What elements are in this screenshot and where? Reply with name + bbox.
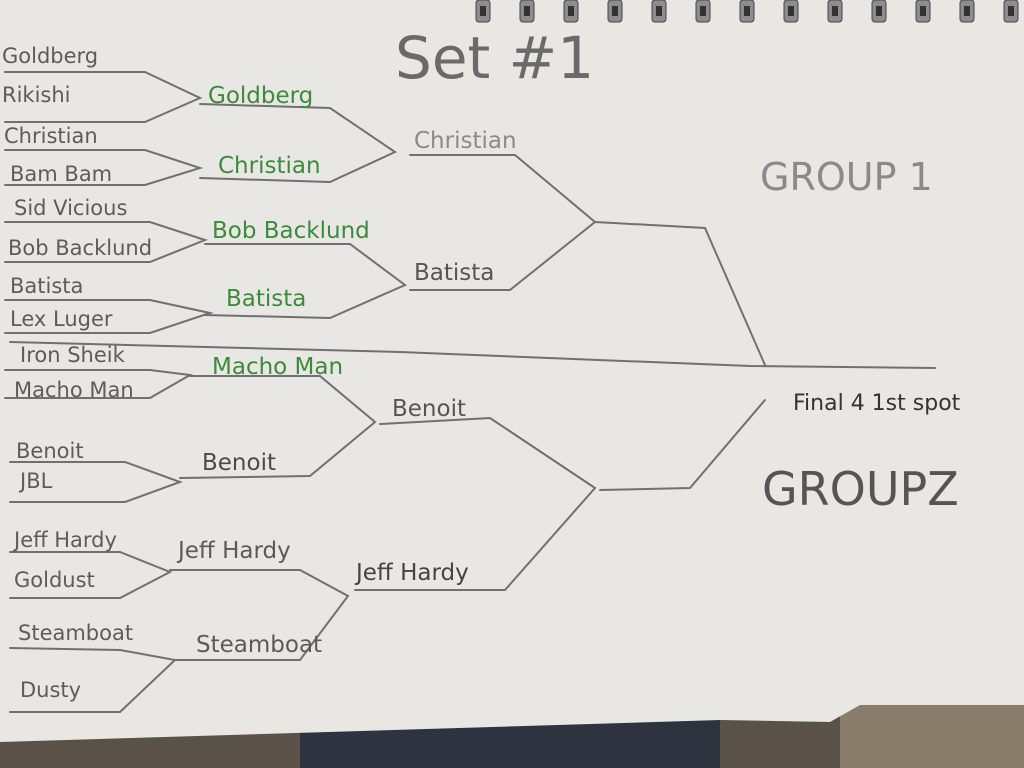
bracket-line — [4, 71, 203, 123]
bracket-line — [4, 221, 208, 263]
spiral-ring-icon — [607, 0, 623, 23]
spiral-ring-icon — [1003, 0, 1019, 23]
r2-winner: Jeff Hardy — [176, 538, 291, 564]
round3-names: Christian Batista Benoit Jeff Hardy — [354, 128, 517, 586]
r1-entrant: Benoit — [16, 439, 84, 463]
r2-winner: Benoit — [202, 450, 276, 476]
r1-entrant: Lex Luger — [10, 307, 113, 331]
bracket-line — [9, 341, 936, 369]
spiral-ring-icon — [827, 0, 843, 23]
cloth-corner — [840, 700, 1024, 768]
bracket-line — [354, 416, 597, 591]
r1-entrant: Iron Sheik — [20, 343, 126, 367]
bracket-line — [599, 399, 766, 491]
r3-winner: Jeff Hardy — [354, 560, 469, 586]
r1-entrant: Batista — [10, 274, 83, 298]
spiral-ring-icon — [563, 0, 579, 23]
r2-winner: Steamboat — [196, 632, 322, 658]
r1-entrant: Bam Bam — [10, 162, 112, 186]
r1-entrant: Bob Backlund — [8, 236, 152, 260]
group1-label: GROUP 1 — [760, 155, 933, 199]
spiral-ring-icon — [739, 0, 755, 23]
bracket-line — [199, 103, 398, 184]
spiral-ring-icon — [519, 0, 535, 23]
bracket-line — [179, 375, 377, 479]
r2-winner: Batista — [226, 286, 306, 312]
r1-entrant: Jeff Hardy — [12, 528, 117, 552]
bracket-line — [4, 149, 204, 186]
paper-sheet — [0, 0, 1024, 742]
r2-winner: Bob Backlund — [212, 218, 370, 244]
r1-entrant: Sid Vicious — [14, 196, 127, 220]
bracket-line — [594, 221, 766, 366]
r1-entrant: Rikishi — [2, 83, 71, 107]
spiral-ring-icon — [695, 0, 711, 23]
spiral-ring-icon — [651, 0, 667, 23]
r1-entrant: Steamboat — [18, 621, 133, 645]
bracket-line — [4, 299, 214, 334]
r1-entrant: Goldust — [14, 568, 95, 592]
r1-entrant: Macho Man — [14, 378, 134, 402]
r2-winner: Goldberg — [208, 83, 313, 109]
r1-entrant: Goldberg — [2, 44, 98, 68]
round2-names: Goldberg Christian Bob Backlund Batista … — [176, 83, 370, 658]
bracket-line — [9, 551, 173, 599]
group2-label: GROUPZ — [762, 462, 959, 516]
spiral-ring-icon — [871, 0, 887, 23]
spiral-ring-icon — [783, 0, 799, 23]
r3-winner: Batista — [414, 260, 494, 286]
page-title: Set #1 — [395, 24, 594, 92]
spiral-ring-icon — [959, 0, 975, 23]
r3-winner: Benoit — [392, 396, 466, 422]
bracket-line — [9, 461, 183, 503]
r1-entrant: JBL — [18, 469, 53, 493]
r2-winner: Christian — [218, 153, 321, 179]
bracket-line — [204, 243, 407, 320]
spiral-ring-icon — [475, 0, 491, 23]
spiral-ring-icon — [915, 0, 931, 23]
round1-names: Goldberg Rikishi Christian Bam Bam Sid V… — [2, 44, 152, 702]
bracket-line — [169, 569, 350, 661]
r1-entrant: Dusty — [20, 678, 81, 702]
bracket-lines — [4, 71, 936, 713]
spiral-binding — [475, 0, 1019, 23]
r2-winner: Macho Man — [212, 354, 343, 380]
r3-winner: Christian — [414, 128, 517, 154]
r1-entrant: Christian — [4, 124, 98, 148]
final-spot-label: Final 4 1st spot — [793, 391, 961, 416]
